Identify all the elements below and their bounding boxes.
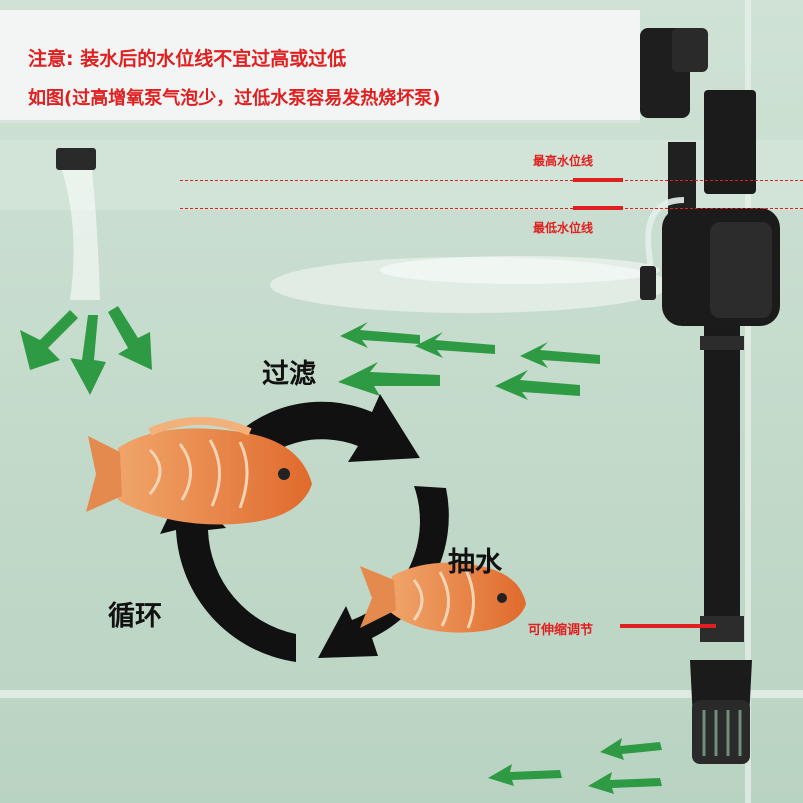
flow-arrow xyxy=(520,342,600,368)
adjustable-label: 可伸缩调节 xyxy=(528,623,594,638)
flow-arrow xyxy=(340,322,420,348)
pump-tube-joint-2 xyxy=(700,616,744,642)
flow-arrow xyxy=(415,332,495,358)
cycle-label: 循环 xyxy=(108,601,162,632)
fish-eye xyxy=(497,593,507,603)
flow-arrow xyxy=(600,738,662,760)
fish-tail xyxy=(360,566,396,628)
flow-arrow xyxy=(495,370,580,400)
flow-arrows-surface xyxy=(338,322,600,400)
fish-eye xyxy=(278,468,290,480)
fish-stripes xyxy=(412,569,475,629)
pump-strainer-cage xyxy=(692,700,750,764)
pump-tube-joint xyxy=(700,336,744,350)
pump-assembly xyxy=(640,28,780,764)
flow-arrow xyxy=(488,764,562,786)
surface-foam-2 xyxy=(380,256,660,284)
fish-large xyxy=(86,417,312,525)
cycle-arrow-left xyxy=(160,484,296,662)
fish-tail xyxy=(86,436,122,512)
adjustable-pointer-line xyxy=(620,624,716,628)
low-water-label: 最低水位线 xyxy=(533,221,594,235)
tank-bottom-glass xyxy=(0,690,803,698)
bubble-stream xyxy=(62,170,100,300)
pump-outlet-elbow xyxy=(672,28,708,72)
notice-panel: 注意: 装水后的水位线不宜过高或过低 如图(过高增氧泵气泡少，过低水泵容易发热烧… xyxy=(0,10,640,123)
air-outlet xyxy=(56,148,100,300)
pump-hanger xyxy=(704,90,756,194)
pump-vent-panel xyxy=(710,222,772,318)
high-water-line xyxy=(180,180,803,181)
notice-line-1: 注意: 装水后的水位线不宜过高或过低 xyxy=(28,48,347,70)
fish-stripes xyxy=(148,439,249,509)
pump-label: 抽水 xyxy=(448,547,502,578)
high-water-marker xyxy=(573,178,623,182)
flow-arrow xyxy=(108,306,152,370)
flow-arrows-bottom xyxy=(488,738,662,794)
air-tube-nozzle xyxy=(56,148,96,170)
pump-extension-tube xyxy=(704,326,740,626)
fish-body xyxy=(390,562,526,633)
strainer-slots xyxy=(702,710,742,756)
low-water-marker xyxy=(573,206,623,210)
filter-label: 过滤 xyxy=(262,359,316,390)
flow-arrow xyxy=(338,362,440,396)
flow-arrow xyxy=(20,310,78,370)
notice-line-2: 如图(过高增氧泵气泡少，过低水泵容易发热烧坏泵) xyxy=(28,88,441,109)
high-water-label: 最高水位线 xyxy=(533,154,594,168)
fish-small xyxy=(360,562,526,633)
air-valve xyxy=(640,266,656,300)
low-water-line xyxy=(180,208,803,209)
fish-body xyxy=(118,428,312,525)
cycle-arrow-top xyxy=(220,394,420,478)
air-hose xyxy=(645,197,685,298)
fish-dorsal xyxy=(148,417,252,436)
flow-arrow xyxy=(70,315,106,395)
flow-arrow xyxy=(588,772,662,794)
flow-arrows-left xyxy=(20,306,152,395)
